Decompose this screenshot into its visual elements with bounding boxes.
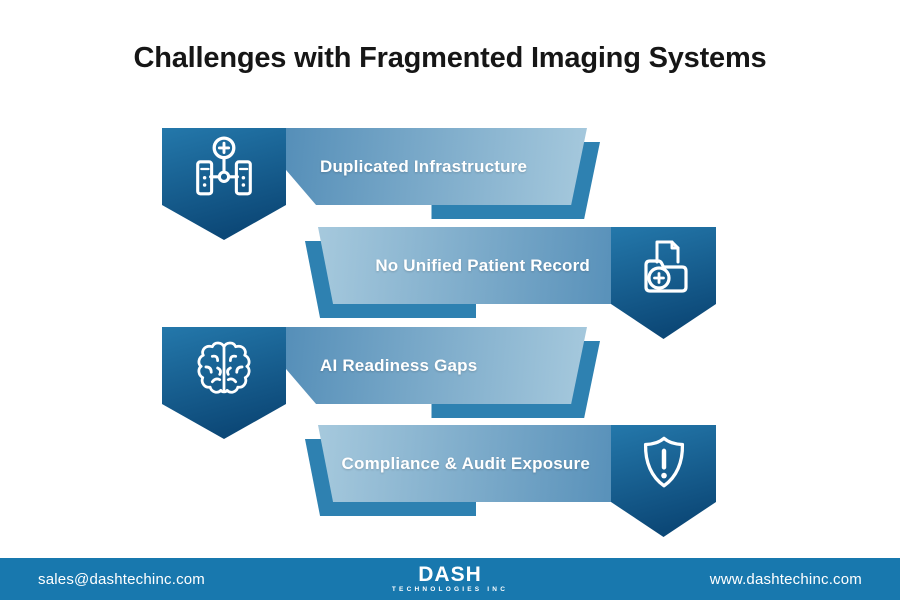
challenge-row-duplicated-infrastructure: Duplicated Infrastructure — [0, 128, 900, 240]
banner-duplicated-infrastructure: Duplicated Infrastructure — [250, 128, 587, 205]
banner-ai-readiness-gaps: AI Readiness Gaps — [250, 327, 587, 404]
shield-alert-icon — [643, 436, 684, 488]
banner-label: Duplicated Infrastructure — [320, 156, 528, 176]
footer-website: www.dashtechinc.com — [709, 570, 862, 588]
page-title: Challenges with Fragmented Imaging Syste… — [133, 42, 767, 74]
footer-bar: sales@dashtechinc.com DASH TECHNOLOGIES … — [0, 558, 900, 600]
icon-badge — [162, 327, 286, 439]
servers-network-icon — [196, 136, 252, 196]
challenge-row-ai-readiness-gaps: AI Readiness Gaps — [0, 327, 900, 439]
brain-icon — [197, 341, 251, 394]
banner-compliance-audit-exposure: Compliance & Audit Exposure — [318, 425, 660, 502]
icon-badge — [611, 425, 716, 537]
banner-label: Compliance & Audit Exposure — [341, 453, 590, 473]
challenge-row-no-unified-patient-record: No Unified Patient Record — [0, 227, 900, 339]
patient-record-icon — [643, 240, 688, 293]
banner-label: No Unified Patient Record — [375, 255, 590, 275]
icon-badge — [611, 227, 716, 339]
logo-name: DASH — [418, 563, 482, 586]
icon-badge — [162, 128, 286, 240]
banner-label: AI Readiness Gaps — [320, 355, 478, 375]
logo-subtitle: TECHNOLOGIES INC — [391, 586, 509, 593]
challenge-row-compliance-audit-exposure: Compliance & Audit Exposure — [0, 425, 900, 537]
footer-email: sales@dashtechinc.com — [38, 570, 206, 588]
banner-no-unified-patient-record: No Unified Patient Record — [318, 227, 660, 304]
